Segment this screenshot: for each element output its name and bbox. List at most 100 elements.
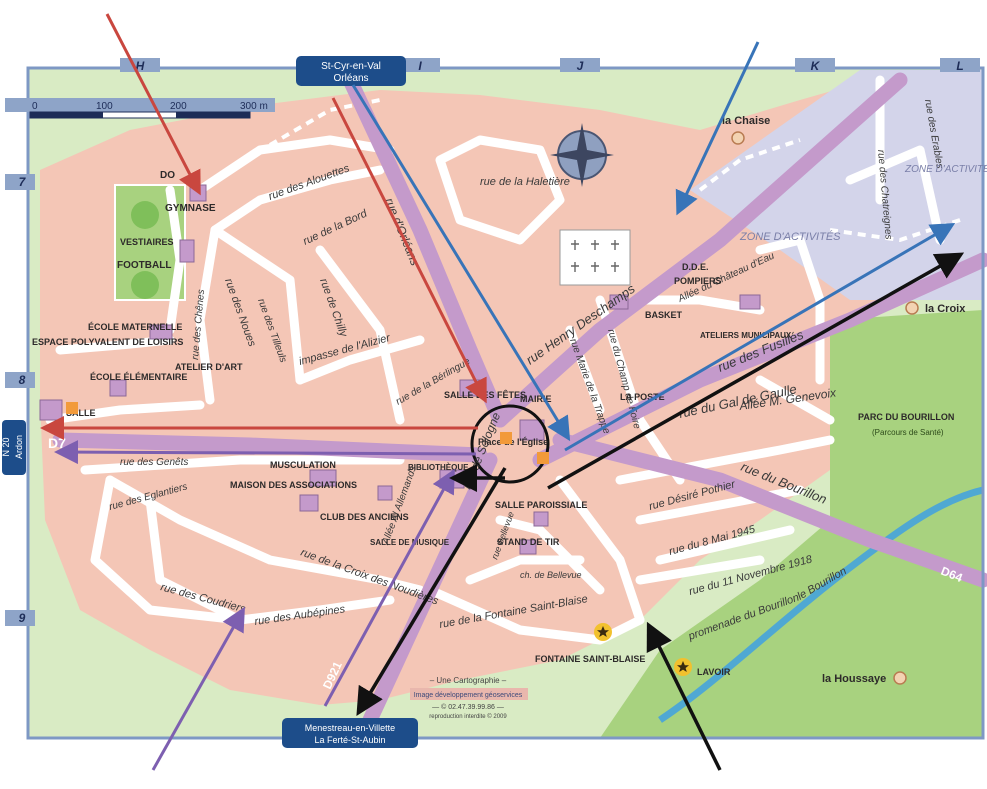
black-arrow-sologne	[356, 467, 507, 717]
label-dde: D.D.E.	[682, 262, 709, 272]
activity-zone-area	[690, 70, 983, 300]
purple-arrows	[54, 440, 477, 771]
marker-la-houssaye	[893, 671, 907, 685]
cemetery-crosses	[571, 240, 619, 272]
blue-arrows	[351, 41, 956, 452]
grid-col-h: H	[136, 59, 145, 73]
label-zone-1: ZONE D'ACTIVITÉS	[739, 230, 841, 243]
compass-rose-icon	[550, 123, 614, 187]
black-arrows	[356, 252, 965, 771]
label-atelier-art: ATELIER D'ART	[175, 362, 243, 372]
purple-arrow-coudriers	[151, 606, 245, 771]
road-d7	[52, 432, 488, 463]
grid-column-tabs: H I J K L	[120, 58, 980, 73]
label-zone-2: ZONE D'ACTIVITÉS	[904, 162, 987, 175]
stadium-circle-bottom	[131, 271, 159, 299]
label-club-anciens: CLUB DES ANCIENS	[320, 512, 409, 522]
label-salle-paroissiale: SALLE PAROISSIALE	[495, 500, 587, 510]
label-bibliotheque: BIBLIOTHÈQUE	[408, 463, 469, 472]
label-maison-associations: MAISON DES ASSOCIATIONS	[230, 480, 357, 490]
river	[658, 486, 984, 723]
label-mairie: MAIRIE	[520, 394, 552, 404]
grid-row-8: 8	[19, 373, 26, 387]
label-ecole-maternelle: ÉCOLE MATERNELLE	[88, 322, 182, 332]
grid-row-7: 7	[19, 175, 27, 189]
label-la-chaise: la Chaise	[722, 115, 770, 127]
label-stand-tir: STAND DE TIR	[497, 537, 560, 547]
credits-line4: reproduction interdite © 2009	[429, 713, 507, 720]
label-salle: SALLE	[66, 408, 96, 418]
red-arrows	[40, 13, 487, 440]
street-haletiere: rue de la Haletière	[480, 176, 570, 188]
scale-tick-100: 100	[96, 101, 113, 112]
label-football: FOOTBALL	[117, 260, 171, 271]
label-salle-musique: SALLE DE MUSIQUE	[370, 538, 450, 547]
grid-col-k: K	[811, 59, 821, 73]
cemetery	[559, 229, 631, 286]
sign-left-line2: Ardon	[14, 435, 24, 459]
blue-arrow-mairie	[351, 84, 571, 442]
street-genets: rue des Genêts	[120, 457, 188, 468]
label-lavoir: LAVOIR	[697, 667, 731, 677]
credits-line2: Image développement géoservices	[414, 692, 523, 699]
place-eglise-circle	[470, 404, 550, 484]
star-icon	[674, 658, 692, 676]
road-rue-henry-deschamps	[492, 72, 908, 428]
grid-col-j: J	[577, 59, 584, 73]
stadium-circle-top	[131, 201, 159, 229]
scale-tick-0: 0	[32, 101, 38, 112]
label-place-eglise: Place de l'Église	[478, 437, 548, 447]
red-arrow-gymnase	[105, 13, 201, 196]
street-ch-bellevue: ch. de Bellevue	[520, 570, 582, 580]
sign-bottom: Menestreau-en-Villette La Ferté-St-Aubin	[282, 718, 418, 748]
purple-arrow-d7	[54, 440, 477, 465]
blue-arrow-zone	[675, 41, 760, 216]
scale-tick-300: 300 m	[240, 101, 268, 112]
red-arrow-salle-fetes	[331, 97, 487, 404]
road-rue-des-fusilles	[532, 252, 987, 468]
label-do: DO	[160, 170, 175, 181]
label-ecole-elementaire: ÉCOLE ÉLÉMENTAIRE	[90, 372, 187, 382]
label-la-croix: la Croix	[925, 303, 966, 315]
marker-la-chaise	[731, 131, 745, 145]
label-pompiers: POMPIERS	[674, 276, 722, 286]
sign-bottom-line1: Menestreau-en-Villette	[305, 723, 395, 733]
sign-top: St-Cyr-en-Val Orléans	[296, 56, 406, 86]
sign-left: N 20 Ardon	[1, 420, 26, 475]
label-basket: BASKET	[645, 310, 683, 320]
marker-la-croix	[905, 301, 919, 315]
purple-arrow-bibliotheque	[323, 468, 455, 707]
credits-line3: — © 02.47.39.99.86 —	[432, 703, 504, 711]
black-arrow-fontaine	[646, 621, 722, 771]
label-la-houssaye: la Houssaye	[822, 673, 886, 685]
map-frame	[26, 66, 985, 740]
parking-icon	[66, 402, 549, 464]
label-fontaine: FONTAINE SAINT-BLAISE	[535, 654, 645, 664]
label-parcours: (Parcours de Santé)	[872, 428, 944, 437]
blue-arrow-activites	[564, 222, 956, 452]
label-salle-fetes: SALLE DES FÊTES	[444, 389, 526, 400]
grid-col-l: L	[956, 59, 963, 73]
label-ateliers-municipaux: ATELIERS MUNICIPAUX	[700, 331, 792, 340]
label-gymnase: GYMNASE	[165, 203, 216, 214]
road-code-d7: D7	[48, 435, 66, 451]
black-arrow-fusilles	[547, 252, 965, 490]
scale-tick-200: 200	[170, 101, 187, 112]
credits-box: – Une Cartographie – Image développement…	[410, 676, 528, 720]
road-rue-du-bourillon	[552, 432, 987, 588]
label-la-poste: LA POSTE	[620, 392, 665, 402]
sign-top-line1: St-Cyr-en-Val	[321, 61, 381, 72]
star-icon	[594, 623, 612, 641]
grid-col-i: I	[418, 59, 422, 73]
label-parc: PARC DU BOURILLON	[858, 412, 954, 422]
label-musculation: MUSCULATION	[270, 460, 336, 470]
sign-left-line1: N 20	[1, 437, 11, 456]
sign-bottom-line2: La Ferté-St-Aubin	[314, 735, 385, 745]
park-area	[600, 310, 983, 738]
grid-row-tabs: 7 8 9	[5, 174, 35, 626]
sign-top-line2: Orléans	[333, 73, 368, 84]
credits-line1: – Une Cartographie –	[430, 676, 507, 685]
label-espace: ESPACE POLYVALENT DE LOISIRS	[32, 337, 183, 347]
